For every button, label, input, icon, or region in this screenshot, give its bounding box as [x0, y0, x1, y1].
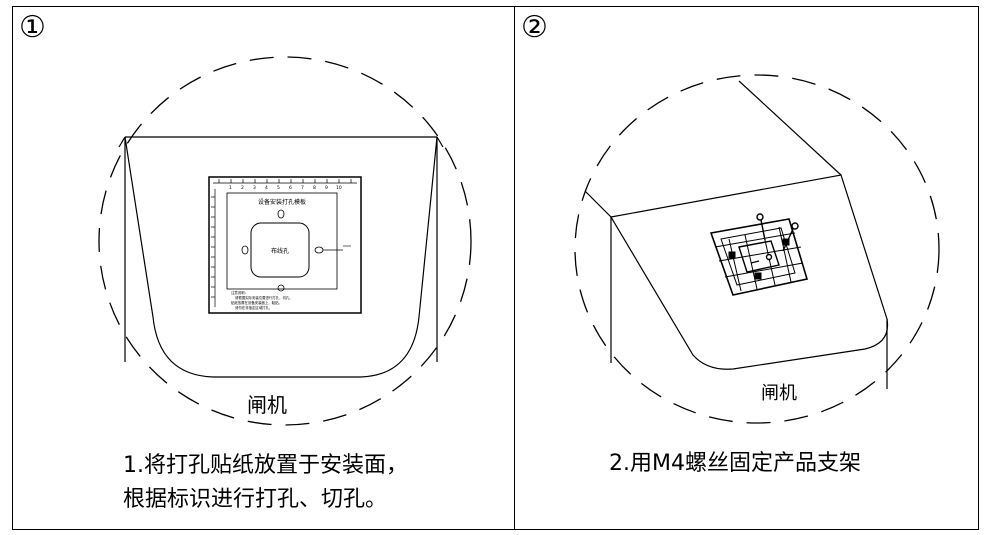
template-ruler-num-9: 9 [325, 185, 328, 191]
step-2-panel: ② [514, 6, 979, 530]
gate-body [118, 136, 444, 378]
step-2-caption: 2.用M4螺丝固定产品支架 [609, 451, 861, 476]
template-title: 设备安装打孔模板 [258, 198, 306, 206]
m4-screws [750, 213, 799, 264]
template-note-line-3: 请勿在非指定区域打孔。 [235, 305, 272, 310]
top-ruler [213, 179, 357, 184]
drilling-template [208, 176, 362, 314]
template-ruler-num-3: 3 [253, 185, 256, 191]
left-ruler [211, 189, 216, 307]
template-ruler-num-7: 7 [301, 185, 304, 191]
template-note-title: 注意说明： [231, 290, 248, 295]
zoom-circle [98, 56, 472, 426]
template-note-line-2: 贴纸放置在设备安装面上，黏贴。 [231, 300, 282, 305]
template-ruler-num-8: 8 [313, 185, 316, 191]
template-ruler-num-10: 10 [336, 185, 342, 191]
screw-hole-top [277, 209, 285, 219]
template-center-label: 布线孔 [271, 247, 289, 255]
step-1-number: ① [19, 10, 46, 45]
step-1-caption-line-1: 1.将打孔贴纸放置于安装面， [123, 453, 408, 478]
step-1-device-label: 闸机 [247, 393, 287, 417]
step-1-panel: ① [12, 6, 515, 530]
screw-hole-bottom [277, 284, 285, 292]
template-ruler-num-5: 5 [277, 185, 280, 191]
step-2-number: ② [521, 10, 548, 45]
step-2-device-label: 闸机 [761, 383, 797, 404]
zoom-circle [574, 74, 940, 424]
screw-hole-left [241, 245, 249, 255]
gate-body-perspective [584, 80, 889, 389]
template-ruler-num-2: 2 [241, 185, 244, 191]
template-note-line-1: 请根据实际安装位置进行打孔，切孔。 [235, 295, 293, 300]
step-1-illustration: 1 2 3 4 5 6 7 8 9 10 设备安装打孔模板 布线孔 注意说明： … [98, 56, 472, 426]
template-ruler-num-1: 1 [229, 185, 232, 191]
step-1-caption-line-2: 根据标识进行打孔、切孔。 [123, 487, 388, 512]
screw-hole-right [314, 246, 324, 254]
template-ruler-num-6: 6 [289, 185, 292, 191]
template-ruler-num-4: 4 [265, 185, 268, 191]
step-2-illustration [574, 74, 940, 424]
